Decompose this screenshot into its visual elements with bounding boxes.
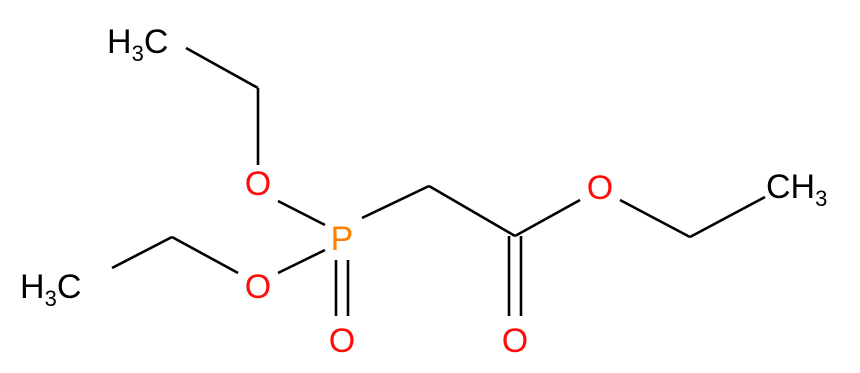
ch3-top-label: H3C bbox=[107, 23, 168, 66]
ch3-left-label: H3C bbox=[20, 268, 81, 311]
bond-ch2-ch3right bbox=[689, 195, 766, 239]
bond-ch3left-ch2 bbox=[111, 235, 173, 270]
oxygen-lower-atom: O bbox=[245, 268, 271, 306]
oxygen-carbonyl-atom: O bbox=[502, 322, 528, 360]
oxygen-upper-atom: O bbox=[245, 165, 271, 203]
bond-olower-p bbox=[277, 248, 326, 275]
ch3-right-label: CH3 bbox=[766, 168, 827, 211]
bond-ch3top-ch2 bbox=[185, 46, 259, 90]
atom-labels: H3C O P O H3C O O O CH3 bbox=[20, 23, 827, 360]
oxygen-ester-atom: O bbox=[587, 169, 613, 207]
bond-ch2-olower bbox=[171, 235, 239, 275]
bonds bbox=[111, 46, 766, 316]
phosphorus-atom: P bbox=[331, 220, 354, 258]
bond-p-ch2 bbox=[361, 184, 430, 220]
bond-oupper-p bbox=[277, 199, 326, 227]
bond-oester-ch2 bbox=[619, 198, 691, 239]
bond-ch2-ccarbonyl bbox=[428, 184, 516, 238]
oxygen-phosphoryl-atom: O bbox=[329, 322, 355, 360]
bond-c-oester bbox=[514, 198, 581, 238]
